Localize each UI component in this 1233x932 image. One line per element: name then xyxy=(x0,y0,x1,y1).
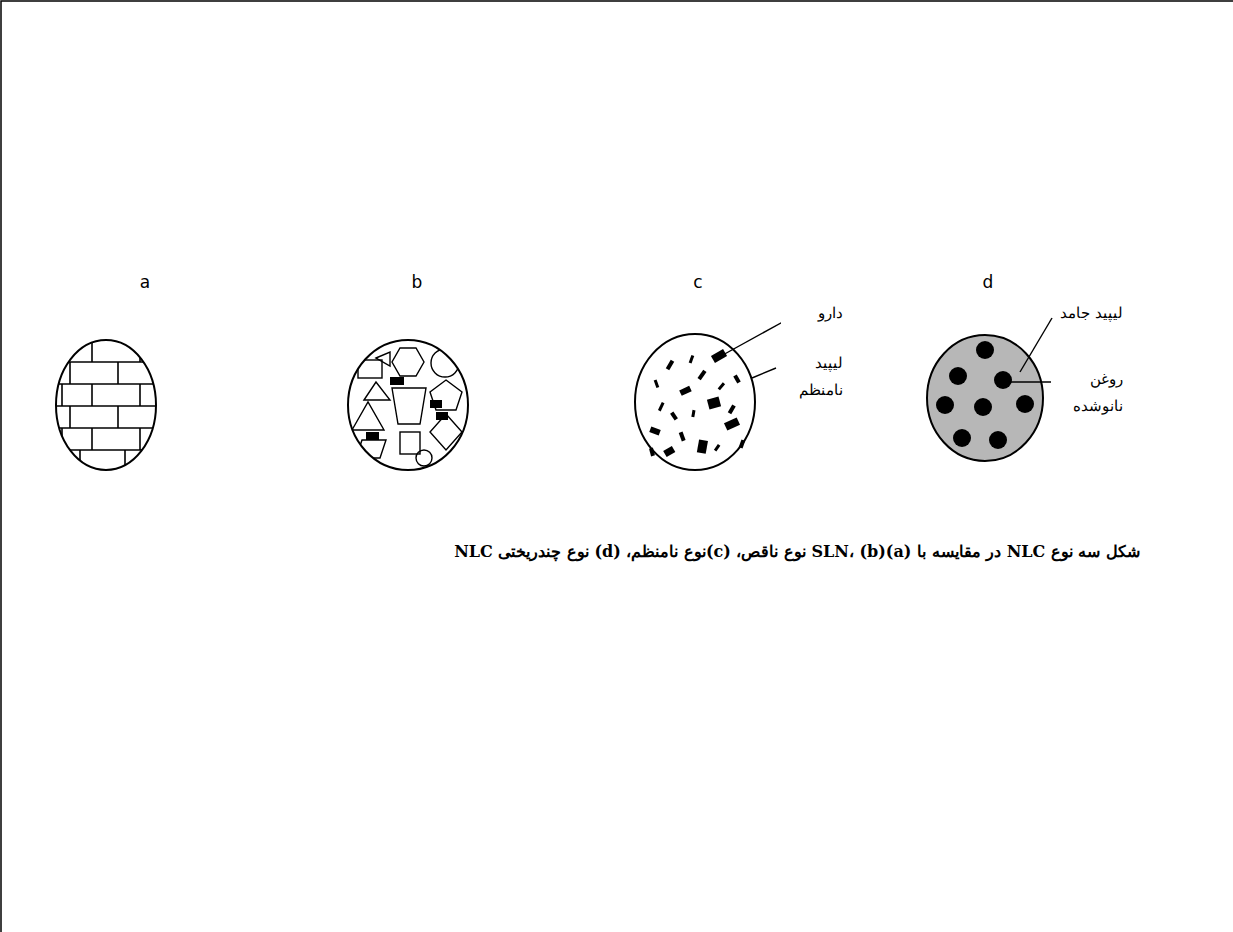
particle-ellipse: b xyxy=(345,272,471,473)
particle-outline xyxy=(635,334,755,470)
callout-label: روغن نانوشده xyxy=(1051,366,1125,420)
ellipse-outline xyxy=(53,272,159,473)
particle-outline xyxy=(348,340,468,470)
panel-letter: a xyxy=(140,272,150,292)
solid-lipid-fill xyxy=(927,335,1043,461)
crystal-shapes xyxy=(352,348,462,466)
panel-letter: c xyxy=(693,272,702,292)
drug-blocks xyxy=(366,377,448,440)
particle-ellipse: c xyxy=(632,272,758,473)
panel-letter: b xyxy=(412,272,423,292)
drug-fragments xyxy=(649,349,745,457)
particle-ellipse: d xyxy=(924,272,1046,464)
particle-outline xyxy=(927,335,1043,461)
figure-caption: شکل سه نوع NLC در مقایسه با (a)SLN، (b) … xyxy=(454,542,1140,561)
panel-letter: d xyxy=(983,272,994,292)
brick-pattern xyxy=(40,340,170,472)
particle-outline xyxy=(56,340,156,470)
callout-label: دارو xyxy=(781,300,845,327)
ellipse-outline xyxy=(345,272,471,473)
oil-droplets xyxy=(936,341,1034,449)
ellipse-outline xyxy=(924,272,1046,464)
ellipse-outline xyxy=(632,272,758,473)
leader-lines xyxy=(721,318,1052,382)
callout-label: لیپید جامد xyxy=(1056,300,1125,327)
particle-ellipse: a xyxy=(53,272,159,473)
callout-label: لیپید نامنظم xyxy=(781,350,845,404)
